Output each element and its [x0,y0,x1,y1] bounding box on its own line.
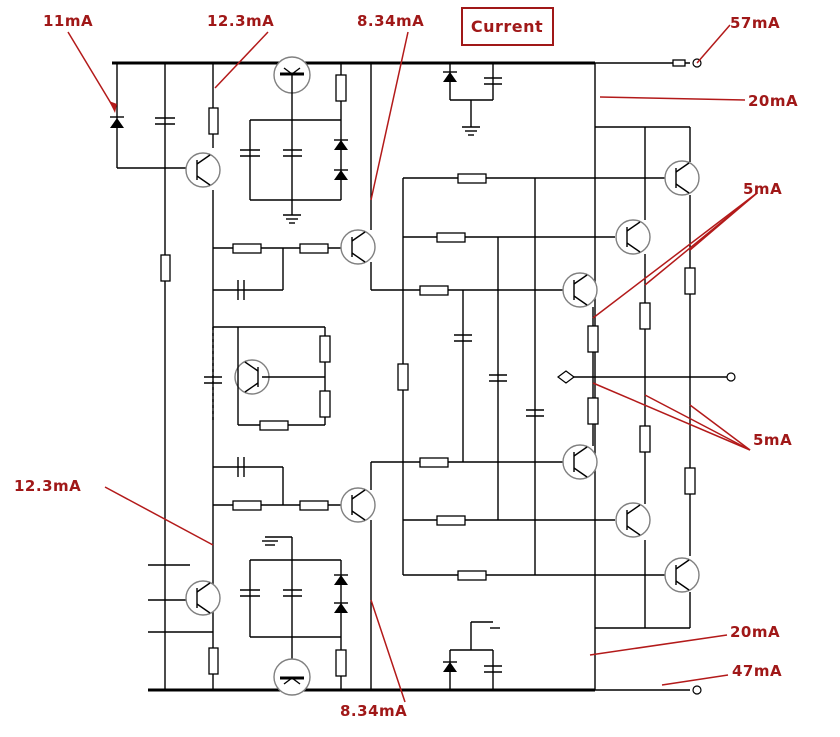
lower-regulator [240,536,348,696]
annotation-arrows [67,24,758,703]
bias-network [204,243,345,511]
output-terminal [726,372,736,382]
diagram-title: Current [471,17,543,36]
label-47mA: 47mA [732,662,782,680]
driver-network [397,173,665,581]
label-11mA: 11mA [43,12,93,30]
label-12-3mA-top: 12.3mA [207,12,274,30]
label-20mA-bottom: 20mA [730,623,780,641]
transistor-out-n2 [615,502,651,538]
transistor-out-p2 [615,219,651,255]
transistor-out-n1 [562,444,598,480]
transistor-q1 [185,152,221,188]
transistor-out-p3 [664,160,700,196]
label-8-34mA-bottom: 8.34mA [340,702,407,720]
vas-transistors [340,63,570,690]
transistor-vas-top [340,229,376,265]
label-57mA: 57mA [730,14,780,32]
output-stage [557,63,736,690]
output-connector [557,370,575,384]
input-section [110,63,221,690]
label-5mA-top: 5mA [743,180,782,198]
label-5mA-bottom: 5mA [753,431,792,449]
upper-regulator [240,56,348,224]
transistor-out-n3 [664,557,700,593]
transistor-vas-bottom [340,487,376,523]
label-8-34mA-top: 8.34mA [357,12,424,30]
label-12-3mA-left: 12.3mA [14,477,81,495]
negative-terminal [692,685,702,695]
top-decoupling [443,63,502,136]
label-20mA-top: 20mA [748,92,798,110]
title-box [461,7,554,46]
transistor-q2 [185,580,221,616]
bottom-decoupling [443,621,502,690]
transistor-out-p1 [562,272,598,308]
